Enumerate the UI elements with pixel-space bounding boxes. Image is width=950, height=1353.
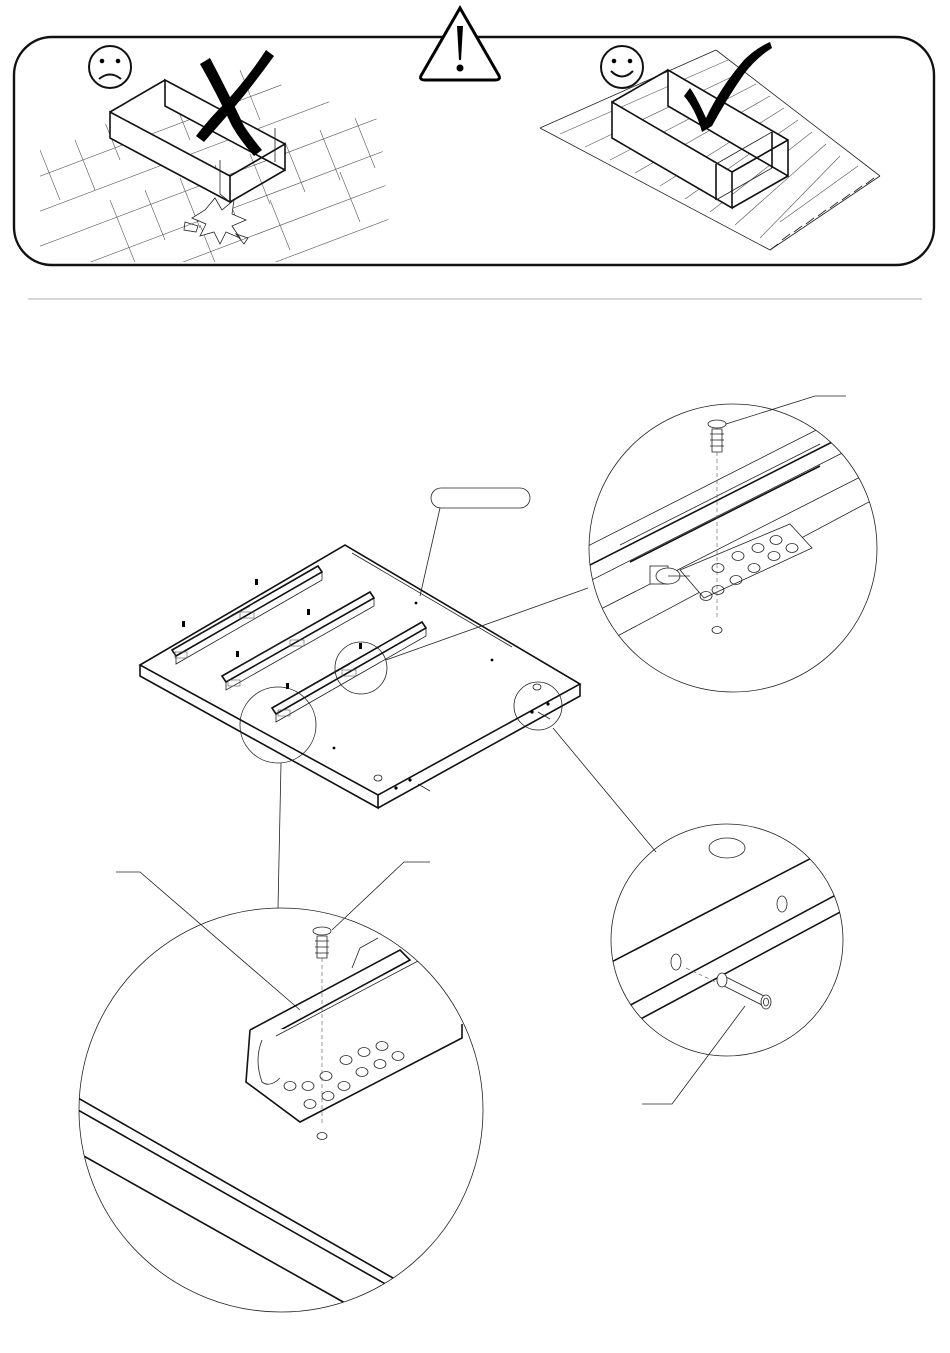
callout-front-rail-screw [78,862,483,1312]
warning-triangle-icon [421,8,500,80]
drawer-box-correct [612,70,788,208]
warning-banner [14,8,934,390]
drawer-box-wrong [110,80,285,244]
wooden-floor-illustration [540,50,880,250]
part-label-box [431,488,530,508]
screw-icon [708,420,726,634]
sad-face-icon [89,46,131,88]
smiley-face-icon [601,46,643,88]
dowel-icon [717,973,771,1009]
callout-drawer-slide-screw [580,396,880,692]
bottom-panel-assembly [140,488,656,908]
callout-wooden-dowel [600,824,870,1104]
